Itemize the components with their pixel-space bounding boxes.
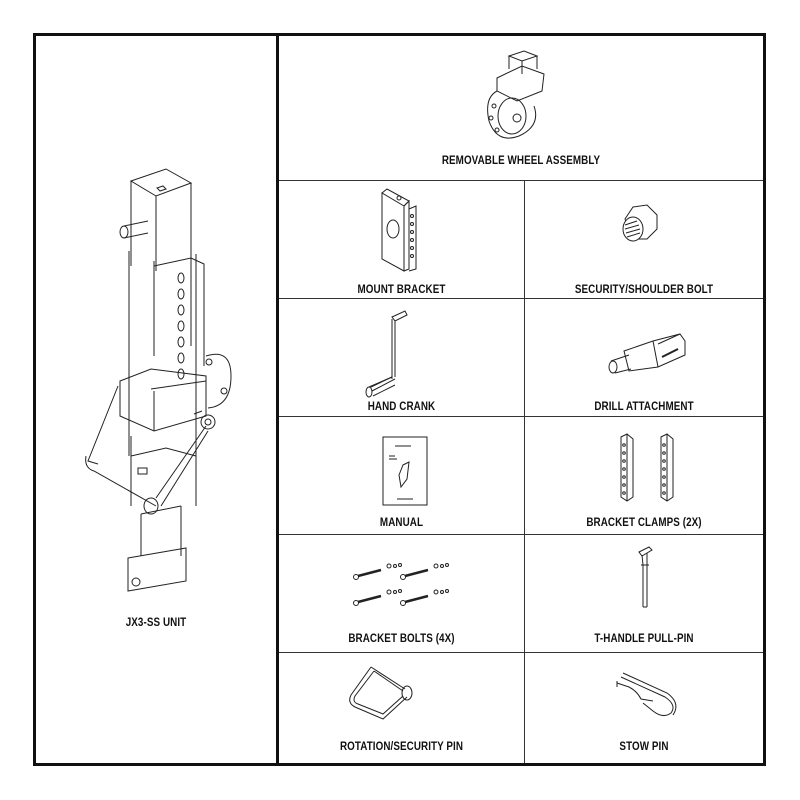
parts-diagram-frame: JX3-SS UNIT REMOVABLE WHEEL ASSEMBLY — [33, 33, 766, 766]
part-cell-mount-bracket: MOUNT BRACKET — [279, 181, 524, 298]
wheel-assembly-icon — [487, 50, 545, 139]
t-handle-pull-pin-icon — [638, 546, 653, 608]
drill-attachment-icon — [608, 333, 686, 374]
part-cell-t-handle-pull-pin: T-HANDLE PULL-PIN — [525, 535, 763, 652]
shoulder-bolt-icon — [622, 204, 658, 242]
part-label: DRILL ATTACHMENT — [594, 399, 694, 413]
part-label: T-HANDLE PULL-PIN — [594, 631, 694, 645]
part-cell-bracket-clamps: BRACKET CLAMPS (2X) — [525, 417, 763, 534]
manual-icon — [382, 436, 428, 506]
part-label: BRACKET CLAMPS (2X) — [586, 515, 702, 529]
main-unit-label: JX3-SS UNIT — [125, 615, 187, 629]
stow-pin-icon — [616, 672, 677, 717]
part-cell-rotation-security-pin: ROTATION/SECURITY PIN — [279, 653, 524, 763]
part-label: HAND CRANK — [367, 399, 436, 413]
part-cell-manual: MANUAL — [279, 417, 524, 534]
part-cell-hand-crank: HAND CRANK — [279, 299, 524, 416]
divider — [279, 652, 763, 653]
hand-crank-icon — [365, 310, 408, 398]
part-label: STOW PIN — [619, 739, 669, 753]
column-divider — [524, 180, 525, 763]
rotation-security-pin-icon — [349, 666, 413, 720]
part-cell-bracket-bolts: BRACKET BOLTS (4X) — [279, 535, 524, 652]
parts-grid: REMOVABLE WHEEL ASSEMBLY MOUNT BRACKET — [279, 36, 763, 763]
part-cell-wheel-assembly: REMOVABLE WHEEL ASSEMBLY — [279, 36, 763, 180]
divider — [279, 534, 763, 535]
wheel-assembly-label: REMOVABLE WHEEL ASSEMBLY — [441, 153, 601, 167]
part-label: MOUNT BRACKET — [357, 282, 446, 296]
part-label: BRACKET BOLTS (4X) — [348, 631, 455, 645]
bracket-clamps-icon — [620, 433, 674, 502]
part-label: MANUAL — [379, 515, 424, 529]
divider — [279, 298, 763, 299]
divider — [279, 416, 763, 417]
jack-unit-icon — [85, 168, 232, 592]
mount-bracket-icon — [381, 188, 417, 272]
part-cell-drill-attachment: DRILL ATTACHMENT — [525, 299, 763, 416]
part-label: ROTATION/SECURITY PIN — [339, 739, 464, 753]
part-label: SECURITY/SHOULDER BOLT — [574, 282, 714, 296]
part-cell-shoulder-bolt: SECURITY/SHOULDER BOLT — [525, 181, 763, 298]
divider — [279, 180, 763, 181]
part-cell-stow-pin: STOW PIN — [525, 653, 763, 763]
bracket-bolts-icon — [353, 563, 449, 606]
main-unit-panel: JX3-SS UNIT — [36, 36, 279, 763]
